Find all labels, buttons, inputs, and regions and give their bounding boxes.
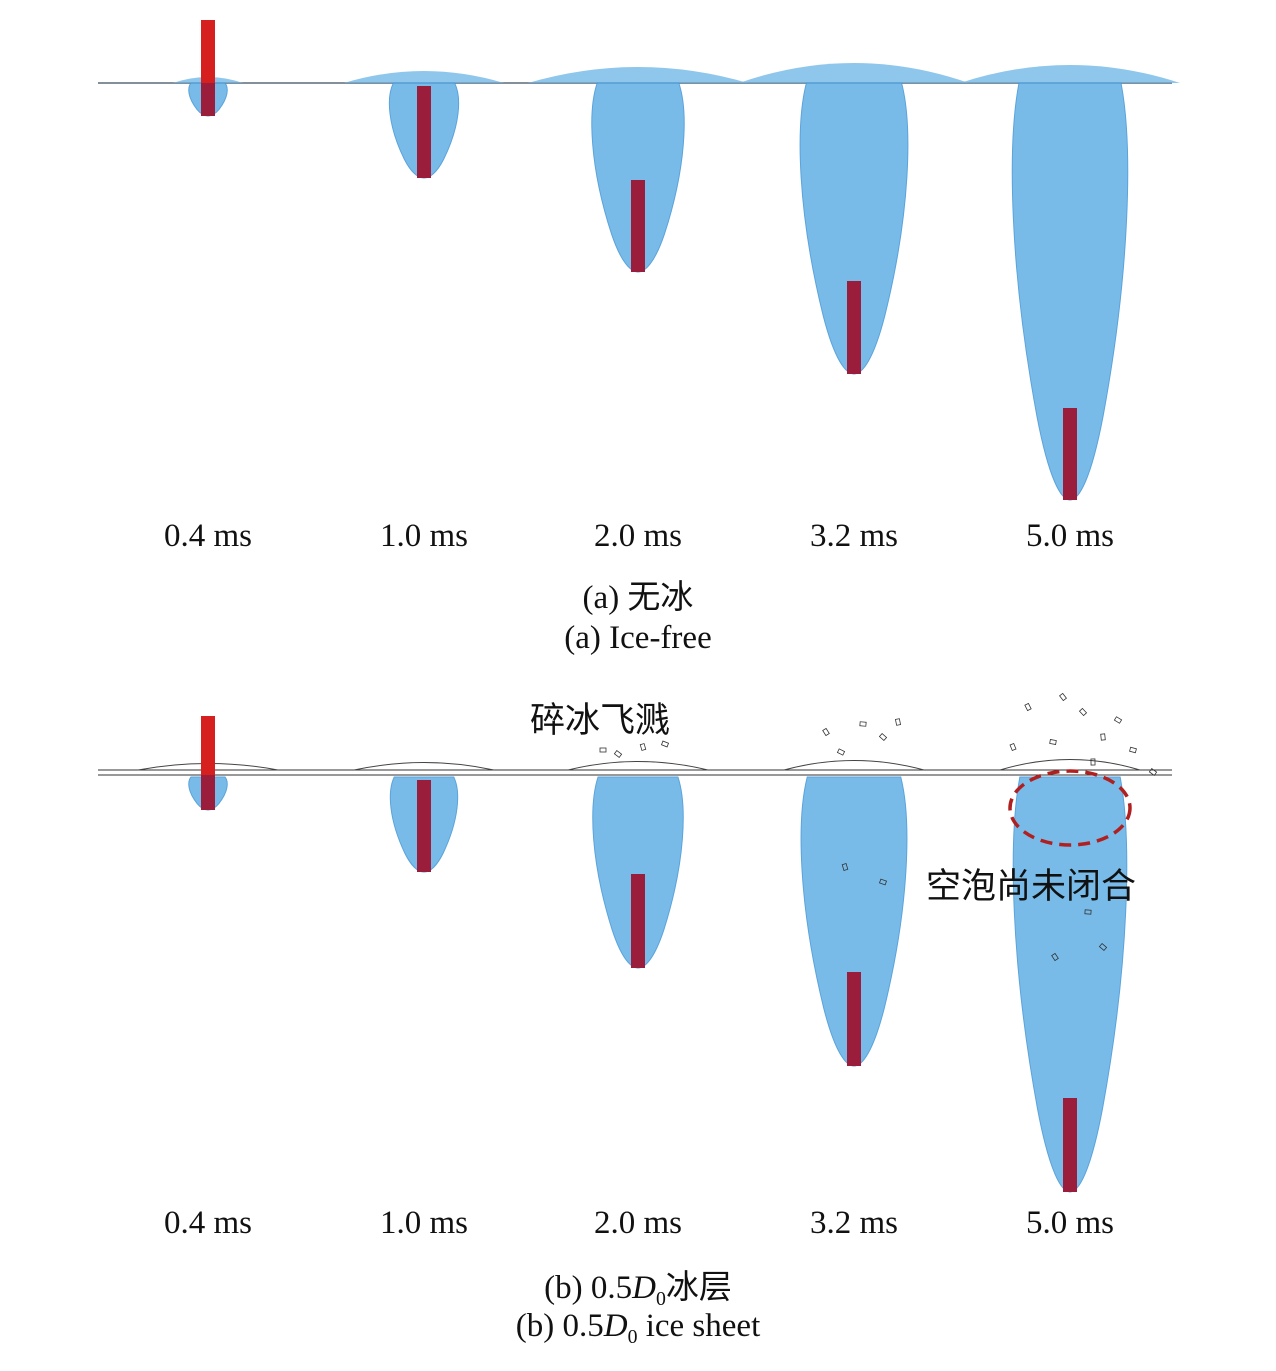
projectile-a-4: [847, 281, 861, 374]
ice-fragment: [859, 721, 867, 727]
ice-debris-ridge-b-4: [783, 760, 925, 771]
splash-crown-a-3: [528, 67, 748, 83]
ice-fragment: [599, 747, 607, 753]
ice-fragment: [1100, 733, 1106, 741]
ice-debris-ridge-b-3: [567, 761, 709, 771]
projectile-above-b-1: [201, 716, 215, 775]
projectile-a-5: [1063, 408, 1077, 500]
caption-a-english: (a) Ice-free: [564, 620, 712, 656]
annotation-ice-splash: 碎冰飞溅: [530, 701, 671, 740]
projectile-b-2: [417, 780, 431, 872]
ice-fragment: [1078, 707, 1088, 717]
time-label-a-3: 2.0 ms: [593, 518, 683, 554]
caption-b-english: (b) 0.5D0 ice sheet: [515, 1308, 761, 1348]
caption-a-chinese: (a) 无冰: [582, 580, 694, 616]
ice-fragment: [822, 727, 830, 737]
ice-fragment: [1098, 942, 1108, 952]
ice-fragment: [894, 718, 902, 726]
projectile-a-3: [631, 180, 645, 272]
panel-a-ice-free: [98, 20, 1180, 501]
projectile-b-3: [631, 874, 645, 968]
time-label-b-1: 0.4 ms: [163, 1205, 253, 1241]
splash-crown-a-5: [960, 65, 1180, 83]
projectile-a-2: [417, 86, 431, 178]
ice-fragment: [1049, 739, 1057, 745]
projectile-b-1: [201, 775, 215, 810]
ice-fragment: [1084, 909, 1092, 915]
annotation-cavity-not-closed: 空泡尚未闭合: [926, 867, 1137, 906]
ice-fragment: [878, 732, 888, 742]
splash-crown-a-2: [344, 71, 504, 83]
ice-fragment: [836, 748, 846, 756]
ice-fragment: [1024, 702, 1032, 712]
ice-fragment: [1059, 692, 1067, 702]
ice-fragment: [1148, 768, 1158, 776]
ice-fragment: [878, 878, 888, 886]
ice-fragment: [1090, 758, 1096, 766]
projectile-above-a-1: [201, 20, 215, 83]
ice-fragment: [841, 863, 849, 871]
ice-debris-ridge-b-5: [999, 759, 1141, 771]
ice-fragment: [1129, 746, 1137, 754]
time-label-a-2: 1.0 ms: [379, 518, 469, 554]
time-label-b-2: 1.0 ms: [379, 1205, 469, 1241]
caption-b-chinese: (b) 0.5D0冰层: [544, 1270, 732, 1310]
projectile-a-1: [201, 83, 215, 116]
splash-crown-a-4: [739, 63, 969, 83]
time-label-a-1: 0.4 ms: [163, 518, 253, 554]
ice-fragment: [1009, 742, 1017, 752]
projectile-b-5: [1063, 1098, 1077, 1192]
time-label-a-5: 5.0 ms: [1025, 518, 1115, 554]
ice-fragment: [1113, 716, 1123, 724]
time-label-a-4: 3.2 ms: [809, 518, 899, 554]
projectile-b-4: [847, 972, 861, 1066]
time-label-b-3: 2.0 ms: [593, 1205, 683, 1241]
panel-b-ice-sheet: [98, 692, 1172, 1193]
ice-fragment: [1051, 952, 1059, 962]
ice-fragment: [613, 750, 623, 758]
highlight-circle-cavity: [1008, 769, 1132, 847]
time-label-b-5: 5.0 ms: [1025, 1205, 1115, 1241]
time-label-b-4: 3.2 ms: [809, 1205, 899, 1241]
ice-debris-ridge-b-2: [353, 762, 495, 771]
ice-fragment: [660, 740, 670, 748]
ice-fragment: [639, 743, 647, 751]
